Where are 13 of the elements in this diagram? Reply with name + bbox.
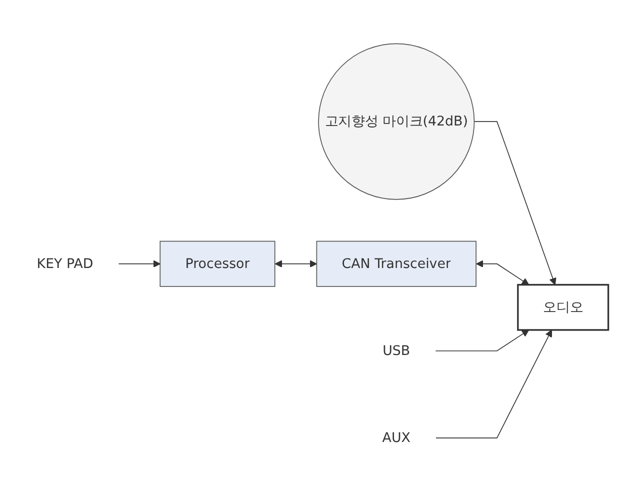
- node-text: AUX: [382, 429, 410, 446]
- arrow: [274, 260, 318, 268]
- arrow: [476, 260, 530, 285]
- arrow: [474, 121, 556, 285]
- arrow: [434, 330, 530, 352]
- node-text: KEY PAD: [36, 255, 94, 272]
- node-box: 오디오: [517, 284, 610, 331]
- node-circle: 고지향성 마이크(42dB): [318, 43, 475, 200]
- node-box: Processor: [160, 240, 276, 287]
- arrow: [435, 330, 552, 438]
- node-box: CAN Transceiver: [316, 240, 476, 287]
- arrow: [118, 260, 160, 268]
- node-text: USB: [382, 342, 410, 358]
